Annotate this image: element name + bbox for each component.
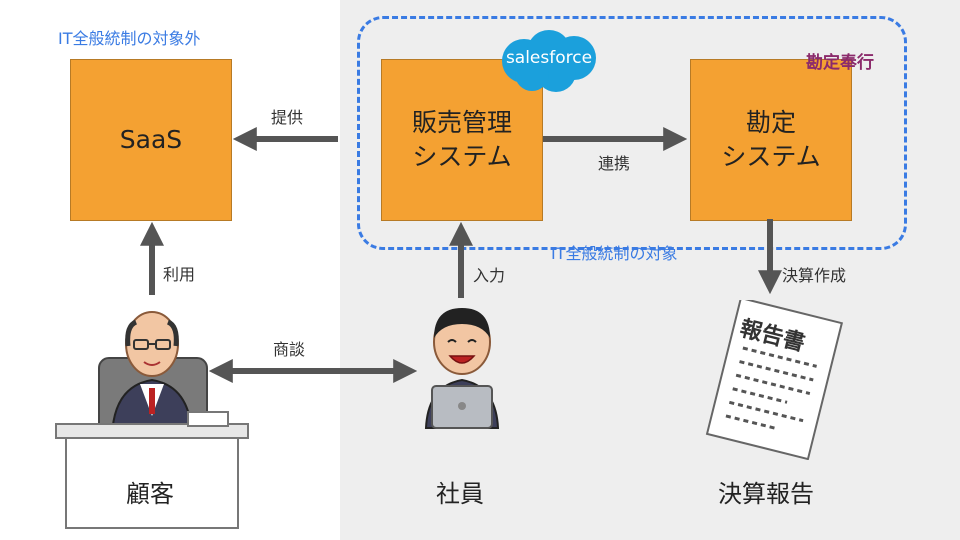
accounting-system-box: 勘定 システム bbox=[690, 59, 852, 221]
input-label: 入力 bbox=[473, 266, 506, 285]
provide-label: 提供 bbox=[271, 108, 304, 127]
link-label: 連携 bbox=[598, 154, 631, 173]
use-label: 利用 bbox=[163, 265, 196, 284]
kanjo-bugyo-logo: 勘定奉行 bbox=[806, 53, 874, 73]
saas-box: SaaS bbox=[70, 59, 232, 221]
sales-management-system-box: 販売管理 システム bbox=[381, 59, 543, 221]
report-document bbox=[705, 300, 844, 460]
report-label: 決算報告 bbox=[718, 480, 814, 508]
inside-scope-label: IT全般統制の対象 bbox=[551, 244, 678, 263]
employee-label: 社員 bbox=[436, 480, 484, 508]
closing-label: 決算作成 bbox=[782, 266, 847, 285]
salesforce-logo bbox=[502, 30, 596, 92]
salesforce-logo-text: salesforce bbox=[505, 48, 593, 68]
employee-illustration bbox=[424, 308, 500, 429]
outside-scope-label: IT全般統制の対象外 bbox=[58, 29, 201, 48]
customer-label: 顧客 bbox=[126, 480, 174, 508]
it-control-scope-boundary bbox=[357, 16, 907, 250]
negotiation-label: 商談 bbox=[273, 340, 306, 359]
customer-illustration bbox=[55, 311, 249, 529]
